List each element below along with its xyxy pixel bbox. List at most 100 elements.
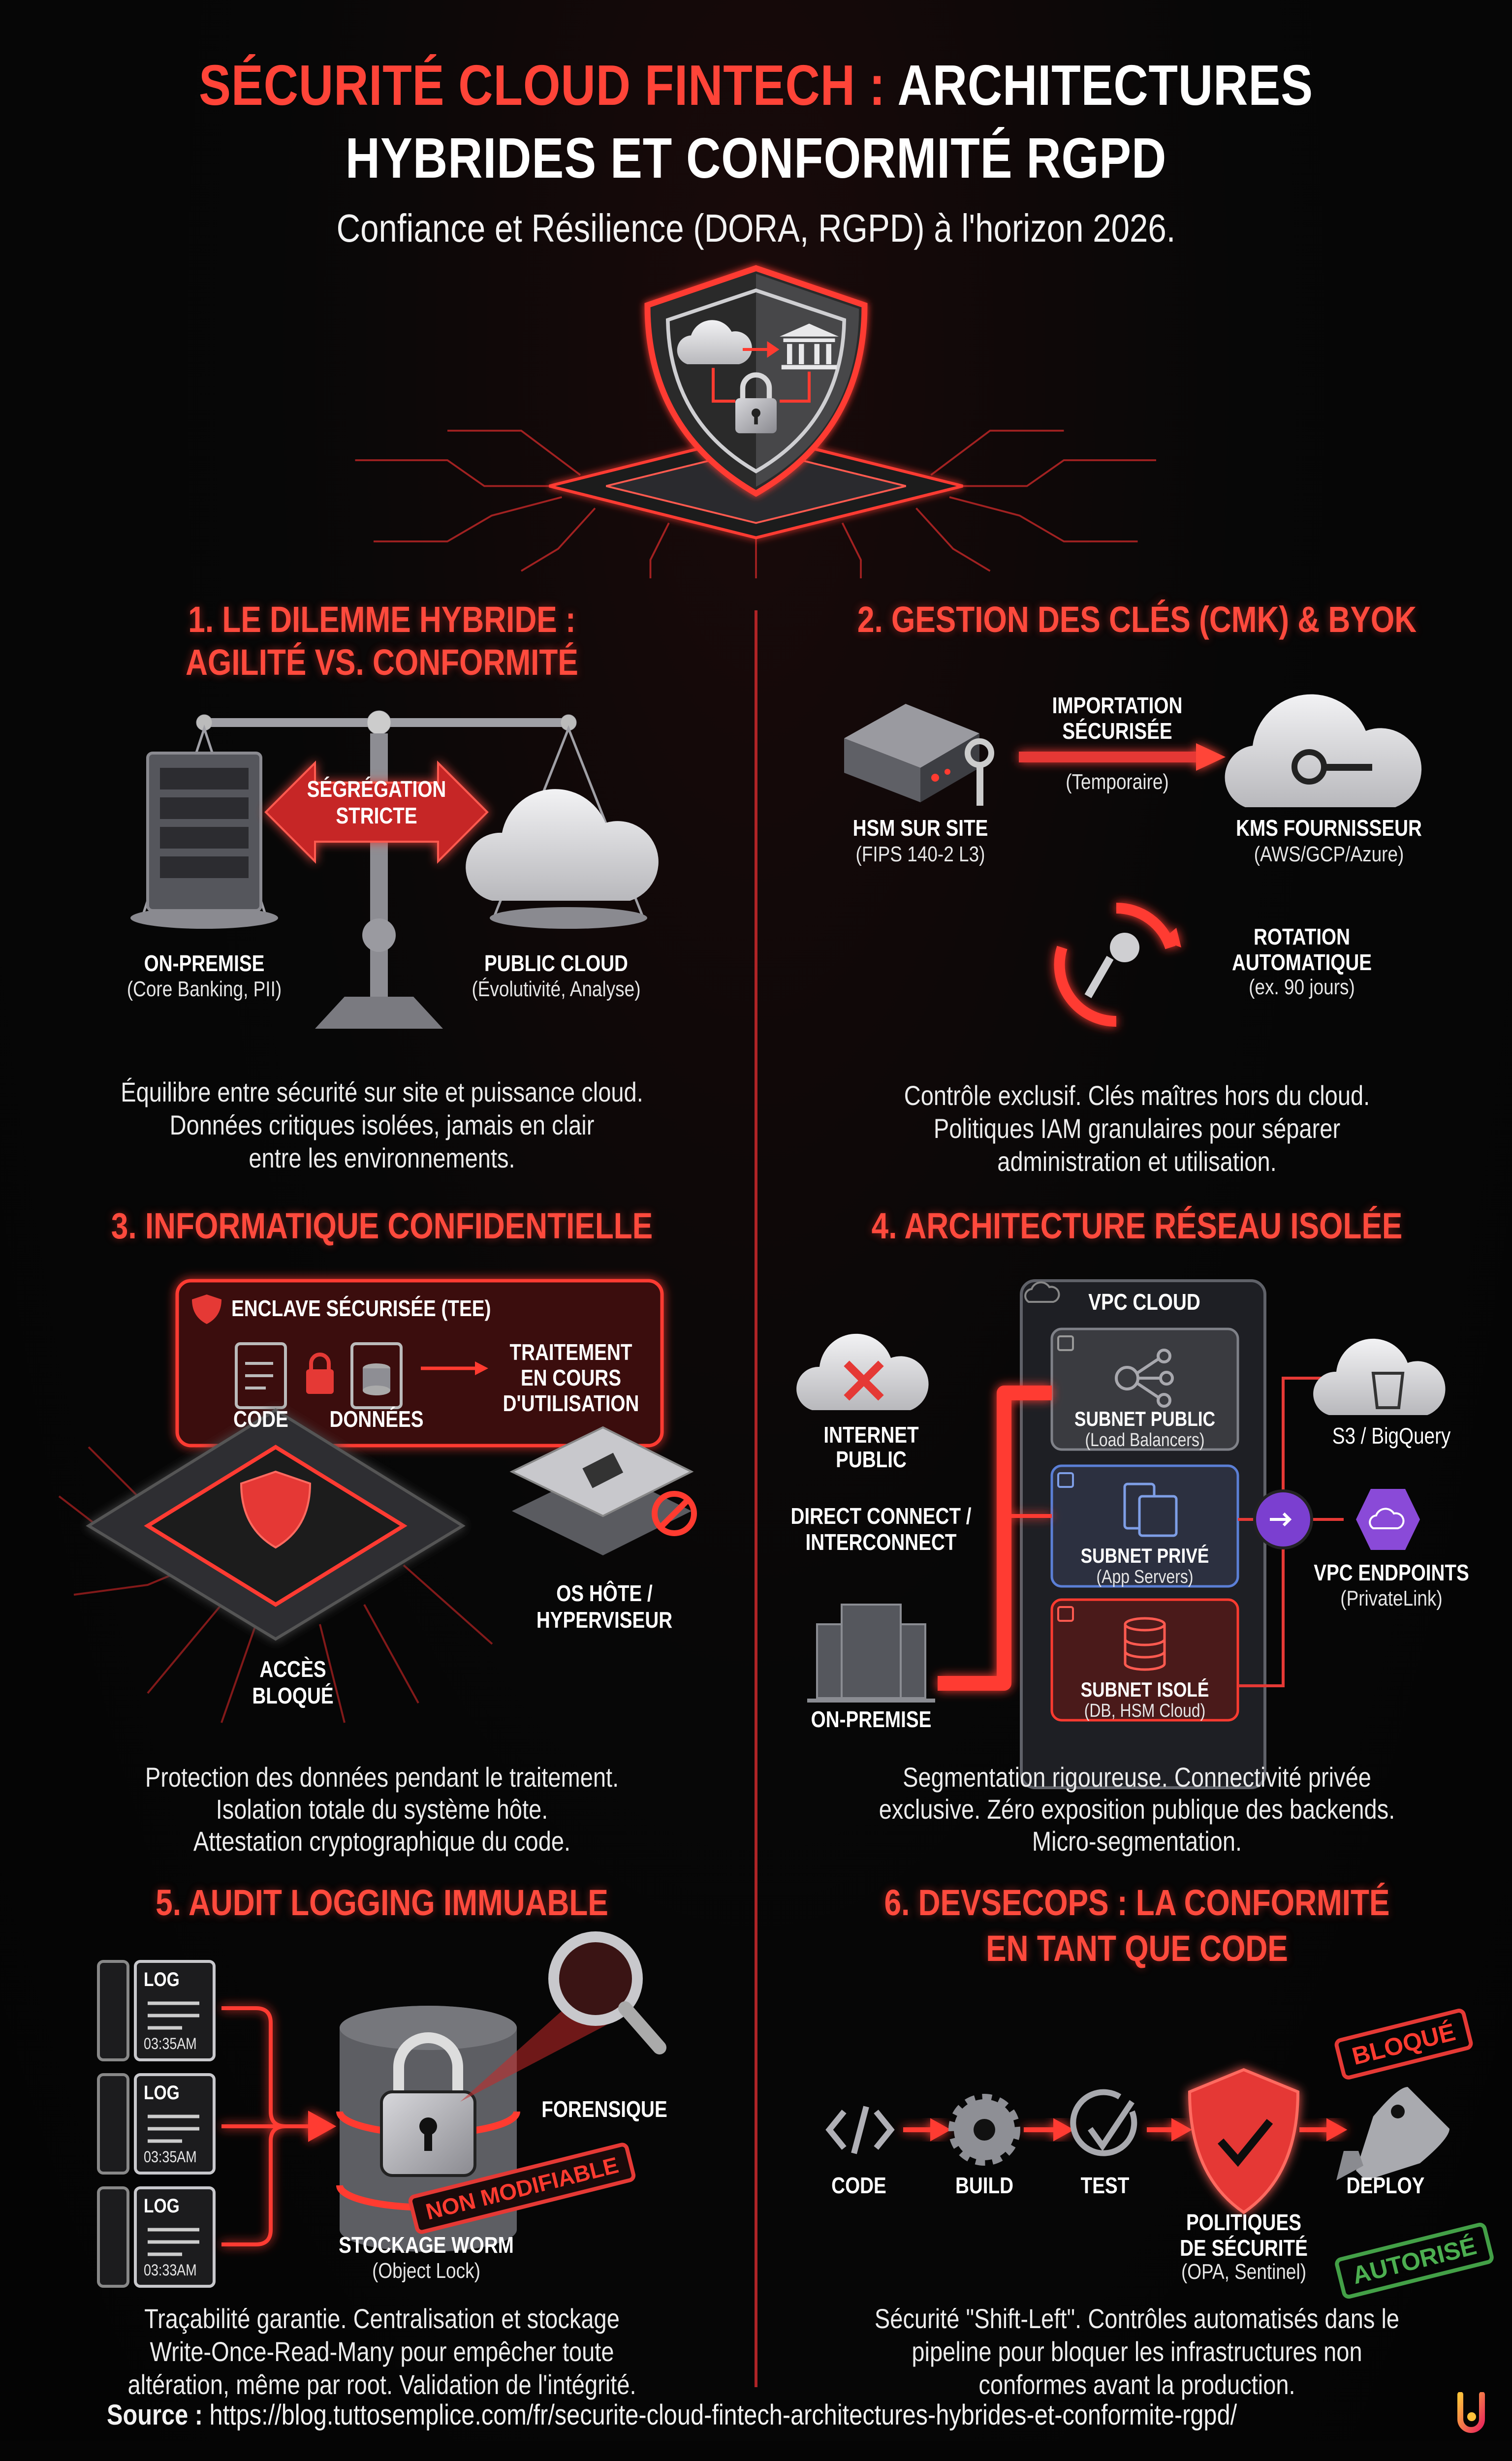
section-3-caption-line: Attestation cryptographique du code. [193,1826,571,1857]
privatelink-hexagon-icon [1356,1489,1420,1550]
section-3-caption-line: Isolation totale du système hôte. [216,1794,548,1825]
row-2-art [58,1279,1446,1789]
page-title-line-2: HYBRIDES ET CONFORMITÉ RGPD [345,126,1167,190]
key-icon [965,738,994,806]
policy-sublabel: (OPA, Sentinel) [1181,2260,1307,2284]
internet-public-label-1: INTERNET [823,1422,919,1448]
segregation-label-2: STRICTE [336,803,417,828]
worm-storage-sublabel: (Object Lock) [372,2259,480,2283]
internet-cloud-icon [796,1333,929,1410]
import-sublabel: (Temporaire) [1066,770,1169,794]
log-time: 03:35AM [144,2035,197,2052]
rotation-label-1: ROTATION [1253,924,1351,949]
source-line: Source : https://blog.tuttosemplice.com/… [107,2399,1237,2431]
section-2-title: 2. GESTION DES CLÉS (CMK) & BYOK [857,599,1417,640]
page-subtitle: Confiance et Résilience (DORA, RGPD) à l… [336,206,1176,250]
build-gear-icon [948,2094,1020,2166]
kms-label: KMS FOURNISSEUR [1236,815,1422,841]
subnet-isolated-sublabel: (DB, HSM Cloud) [1084,1701,1206,1721]
log-merge-arrows [221,2006,337,2246]
log-label: LOG [144,1969,180,1990]
processing-label-3: D'UTILISATION [503,1390,639,1416]
subnet-isolated-box [1050,1598,1239,1722]
direct-connect-label-1: DIRECT CONNECT / [790,1503,972,1529]
forensic-beam [460,1998,610,2102]
blocked-icon [652,1491,697,1536]
enclave-shield-icon [192,1294,221,1324]
log-label: LOG [144,2195,180,2217]
section-4-caption-line: exclusive. Zéro exposition publique des … [879,1794,1395,1825]
database-icon [1124,1617,1166,1671]
import-label-1: IMPORTATION [1052,693,1183,718]
storage-cloud-icon [1313,1338,1446,1415]
access-blocked-label-2: BLOQUÉ [252,1683,334,1708]
step-deploy-label: DEPLOY [1346,2173,1425,2198]
secure-chip-icon [86,1408,466,1641]
subnet-lock-icons [1057,1335,1074,1622]
hsm-label: HSM SUR SITE [852,815,988,841]
load-balancer-icon [1115,1349,1174,1408]
balance-scale-icon [130,710,647,1029]
brand-logo-icon [1457,2392,1485,2433]
worm-storage-label: STOCKAGE WORM [339,2232,514,2258]
segregation-double-arrow [264,760,489,864]
import-label-2: SÉCURISÉE [1062,718,1172,744]
policy-label-1: POLITIQUES [1186,2209,1302,2235]
subnet-isolated-label: SUBNET ISOLÉ [1080,1678,1209,1701]
step-test-label: TEST [1080,2173,1130,2198]
source-label: Source : [107,2399,203,2431]
host-os-label-1: OS HÔTE / [556,1580,653,1606]
source-link[interactable]: https://blog.tuttosemplice.com/fr/securi… [209,2399,1237,2431]
security-policy-shield-icon [1188,2068,1300,2214]
on-premise-sublabel: (Core Banking, PII) [126,977,282,1001]
public-cloud-icon [466,789,659,901]
hero-bank-icon [780,323,839,370]
code-icon [825,2106,895,2154]
data-document-icon [350,1342,403,1409]
step-build-label: BUILD [955,2173,1014,2198]
deploy-rocket-icon [1336,2087,1449,2180]
section-1-title-line-1: 1. LE DILEMME HYBRIDE : [188,599,576,640]
row-1-art [130,694,1422,1029]
subnet-public-label: SUBNET PUBLIC [1074,1407,1216,1430]
direct-connect-link [938,1386,1052,1691]
host-os-stack-icon [509,1426,694,1555]
enclave-lock-icon [306,1353,334,1394]
vpc-cloud-label: VPC CLOUD [1088,1289,1200,1315]
internet-public-label-2: PUBLIC [836,1447,907,1472]
section-6-caption-line: conformes avant la production. [978,2369,1295,2400]
segregation-label-1: SÉGRÉGATION [307,776,446,802]
title-red-part: SÉCURITÉ CLOUD FINTECH : [198,53,886,117]
vpc-endpoints-label: VPC ENDPOINTS [1314,1560,1469,1585]
test-check-icon [1070,2089,1137,2156]
subnet-private-label: SUBNET PRIVÉ [1080,1544,1209,1567]
section-1-caption-line: entre les environnements. [249,1142,515,1173]
section-1-title-line-2: AGILITÉ VS. CONFORMITÉ [186,642,578,683]
row-3-art [97,1931,1449,2288]
vpc-endpoint-icon [1253,1489,1313,1549]
section-3-caption-line: Protection des données pendant le traite… [145,1762,619,1793]
storage-label: S3 / BigQuery [1332,1423,1451,1449]
magnifier-icon [548,1931,666,2054]
step-code-label: CODE [831,2173,886,2198]
log-files-icons [97,1960,216,2288]
public-cloud-sublabel: (Évolutivité, Analyse) [472,977,641,1001]
hero [355,265,1156,578]
forensic-label: FORENSIQUE [541,2096,667,2122]
pipeline-arrows [903,2118,1348,2142]
hsm-sublabel: (FIPS 140-2 L3) [855,842,985,866]
section-6-caption-line: Sécurité "Shift-Left". Contrôles automat… [874,2303,1400,2334]
log-time: 03:33AM [144,2261,197,2279]
on-premise-server-icon [146,752,262,912]
rotation-key-icon [1084,933,1139,998]
section-4-caption-line: Segmentation rigoureuse. Connectivité pr… [903,1762,1371,1793]
section-5-caption-line: altération, même par root. Validation de… [127,2369,636,2400]
host-os-label-2: HYPERVISEUR [536,1607,673,1633]
subnet-private-sublabel: (App Servers) [1096,1567,1194,1587]
section-5-caption-line: Traçabilité garantie. Centralisation et … [144,2303,620,2334]
public-cloud-label: PUBLIC CLOUD [484,950,628,976]
vpc-cloud-icon [1024,1281,1060,1303]
endpoint-links [1238,1377,1344,1687]
import-arrow [1019,743,1226,771]
